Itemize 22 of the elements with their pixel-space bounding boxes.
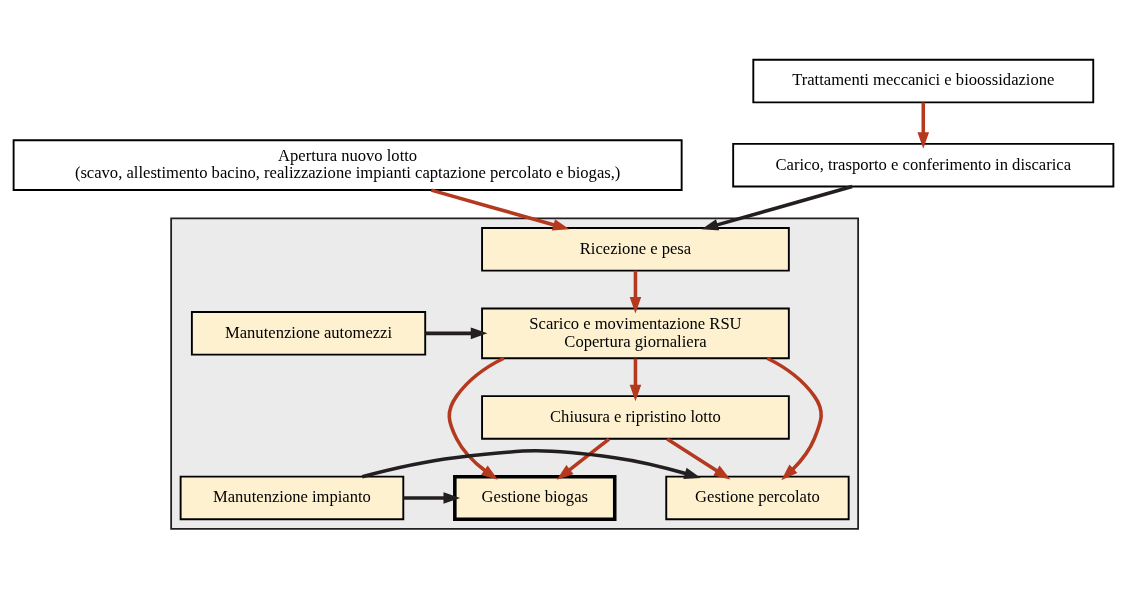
node-box: Carico, trasporto e conferimento in discarica: [732, 142, 1115, 188]
arrow: [447, 356, 505, 480]
arrow: [766, 356, 823, 481]
node-box: Trattamenti meccanici e bioossidazione: [752, 58, 1095, 104]
arrow: [556, 437, 611, 480]
arrow: [629, 270, 642, 314]
arrow: [425, 327, 488, 340]
node-box: Apertura nuovo lotto (scavo, allestimento bacino, realizzazione impianti captazione percolato e biogas,): [12, 139, 683, 191]
node-box: Gestione percolato: [665, 475, 850, 521]
node-box: Scarico e movimentazione RSU Copertura giornaliera: [481, 307, 790, 360]
arrow: [701, 184, 853, 231]
arrow: [917, 102, 930, 149]
node-box: Gestione biogas: [453, 474, 617, 522]
arrow: [629, 358, 642, 402]
arrow: [361, 449, 701, 479]
arrow: [666, 437, 731, 480]
node-box: Chiusura e ripristino lotto: [481, 395, 790, 440]
node-box: Ricezione e pesa: [481, 227, 790, 272]
node-box: Manutenzione impianto: [179, 475, 405, 521]
node-box: Manutenzione automezzi: [190, 311, 427, 356]
arrow: [403, 492, 461, 504]
arrow: [430, 188, 570, 231]
